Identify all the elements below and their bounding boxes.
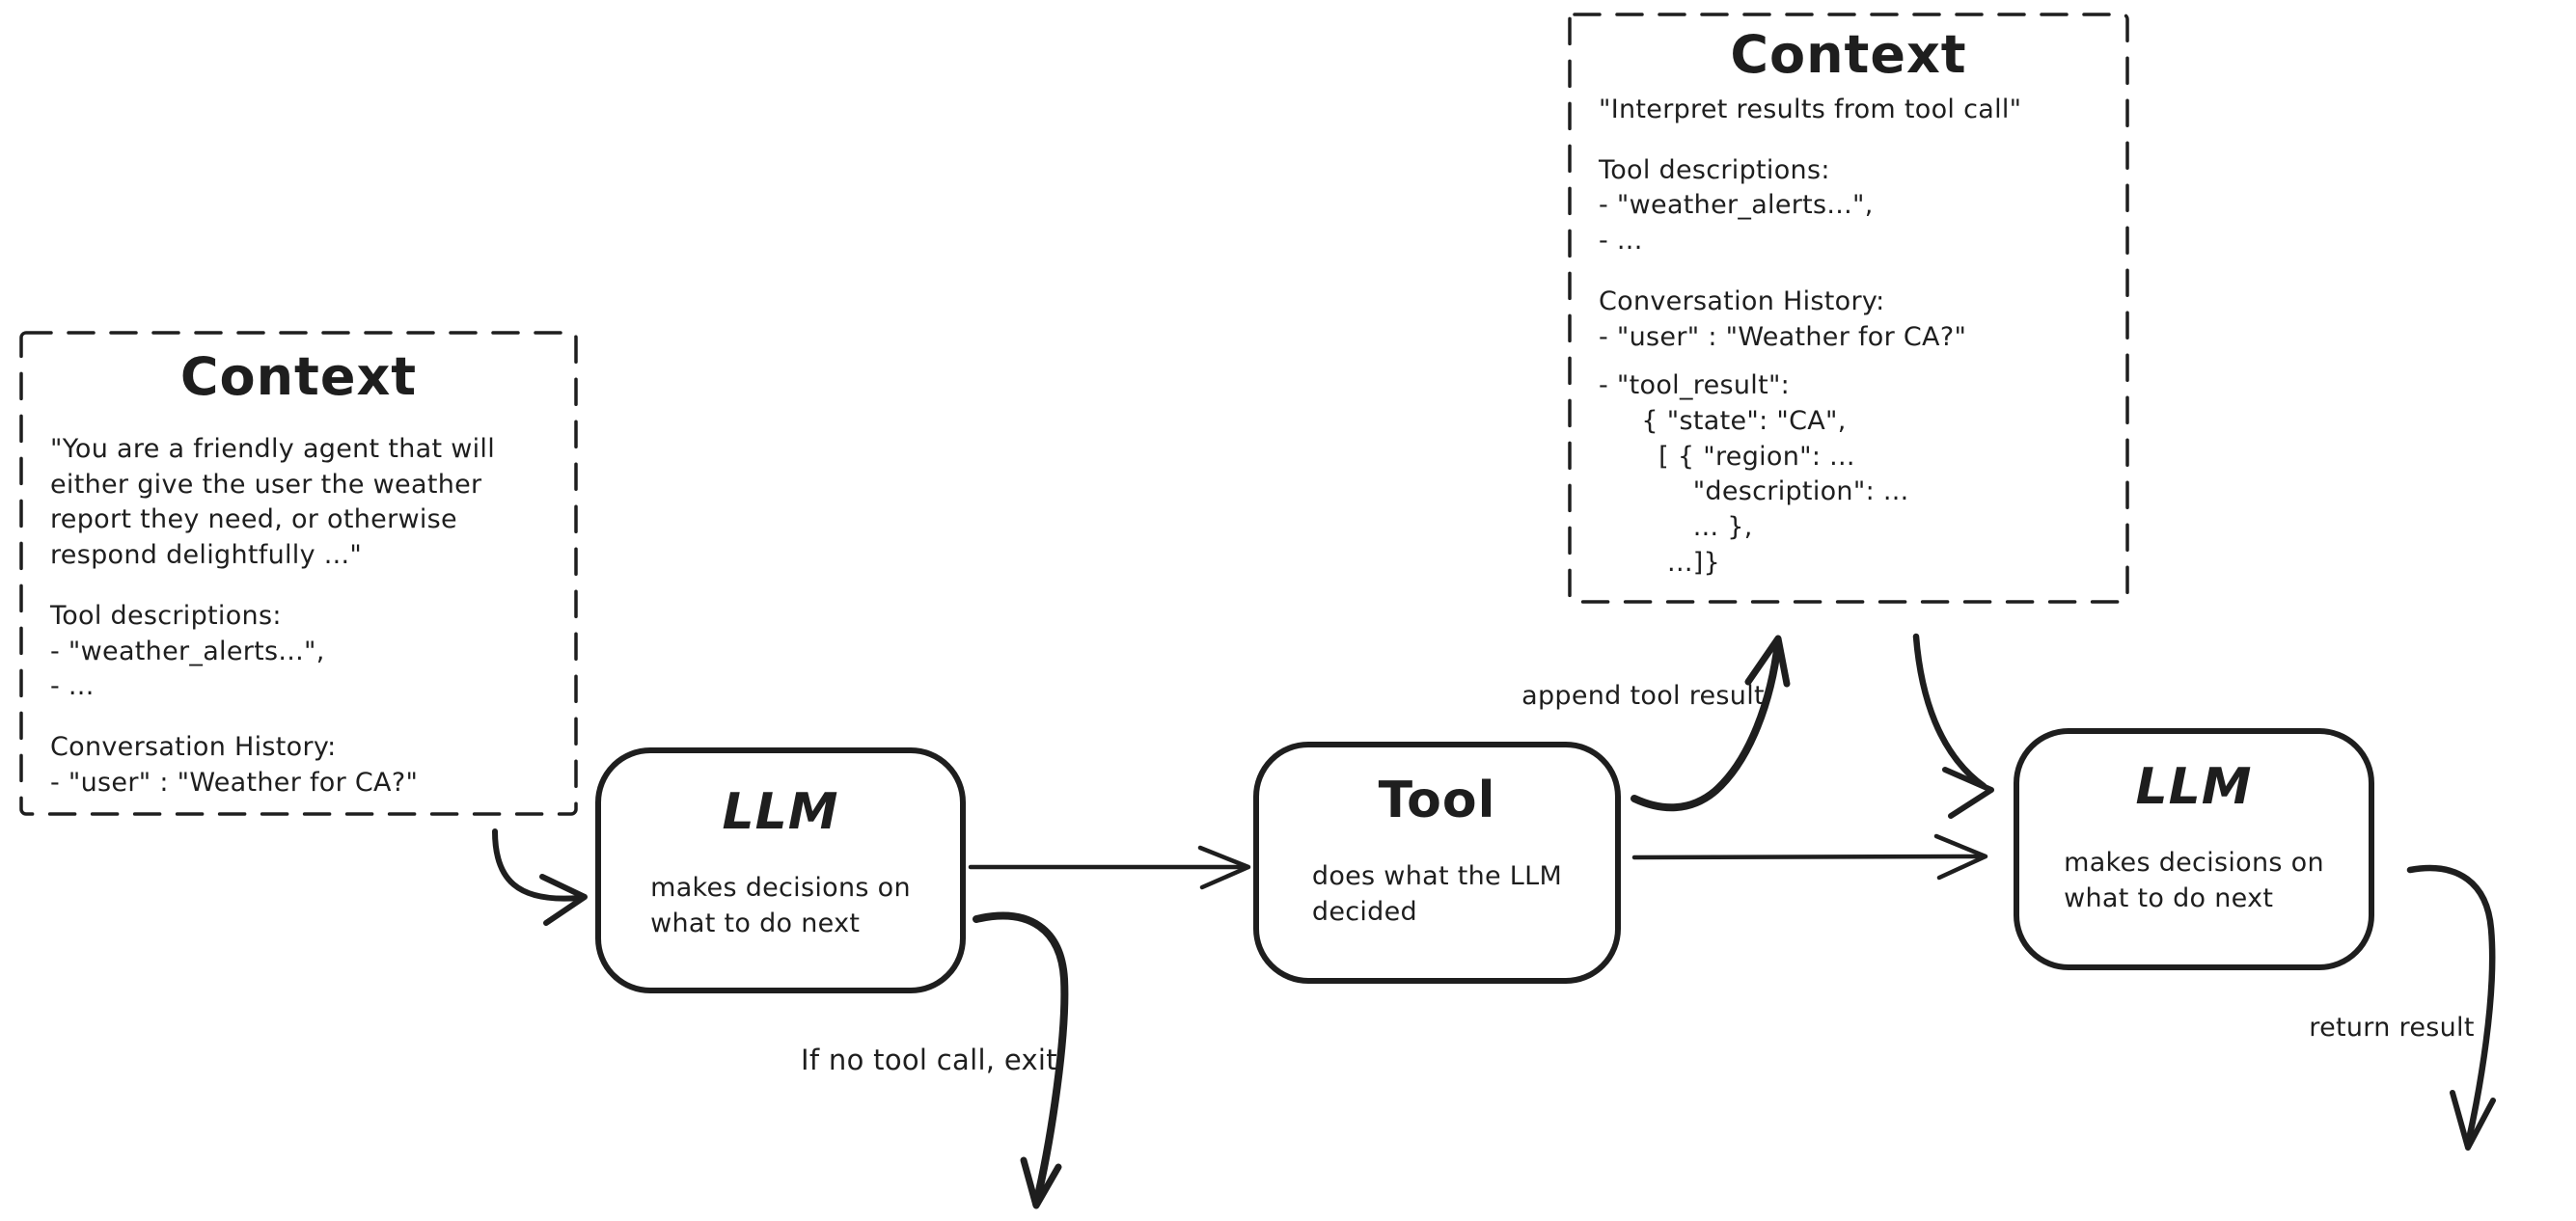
- edge-label-return-result: return result: [2309, 1013, 2475, 1043]
- context-top-conversation-history: Conversation History: - "user" : "Weathe…: [1599, 285, 1967, 352]
- arrow-llm2-return: [2406, 864, 2496, 1151]
- edge-label-append-tool-result: append tool result: [1521, 681, 1765, 711]
- arrow-context-left-to-llm1: [492, 828, 588, 926]
- llm-1-node: LLM makes decisions on what to do next: [598, 750, 963, 990]
- context-top-border: [1568, 13, 2129, 604]
- arrow-tool-to-context-top: [1631, 635, 1791, 812]
- llm-2-node: LLM makes decisions on what to do next: [2016, 731, 2371, 967]
- arrow-context-top-to-llm2: [1912, 633, 1994, 819]
- arrow-llm1-to-tool: [968, 845, 1251, 890]
- llm-1-node-border: [595, 747, 966, 993]
- tool-node: Tool does what the LLM decided: [1256, 745, 1618, 981]
- tool-title: Tool: [1378, 772, 1496, 829]
- arrow-llm1-exit: [973, 911, 1069, 1209]
- context-left-title: Context: [179, 346, 418, 407]
- context-top-title: Context: [1730, 24, 1967, 85]
- tool-subtitle: does what the LLM decided: [1311, 861, 1563, 928]
- context-top-instruction: "Interpret results from tool call": [1599, 95, 2022, 124]
- llm-1-subtitle: makes decisions on what to do next: [650, 873, 911, 939]
- context-left-conversation-history: Conversation History: - "user" : "Weathe…: [50, 732, 419, 798]
- llm-2-node-border: [2014, 728, 2374, 970]
- edge-label-if-no-tool-call-exit: If no tool call, exit: [801, 1044, 1057, 1076]
- context-top-tool-result: - "tool_result": { "state": "CA", [ { "r…: [1599, 370, 1909, 578]
- context-left-system-prompt: "You are a friendly agent that will eith…: [50, 434, 496, 571]
- context-left-border: [19, 331, 578, 816]
- context-top-box: Context "Interpret results from tool cal…: [1570, 14, 2127, 602]
- context-left-box: Context "You are a friendly agent that w…: [21, 333, 576, 814]
- tool-node-border: [1253, 742, 1621, 984]
- arrow-tool-to-llm2: [1631, 833, 1988, 881]
- llm-1-title: LLM: [722, 783, 839, 841]
- context-top-tool-descriptions: Tool descriptions: - "weather_alerts..."…: [1599, 154, 1874, 257]
- llm-2-subtitle: makes decisions on what to do next: [2064, 848, 2324, 914]
- context-left-tool-descriptions: Tool descriptions: - "weather_alerts..."…: [50, 600, 325, 702]
- llm-2-title: LLM: [2135, 758, 2253, 816]
